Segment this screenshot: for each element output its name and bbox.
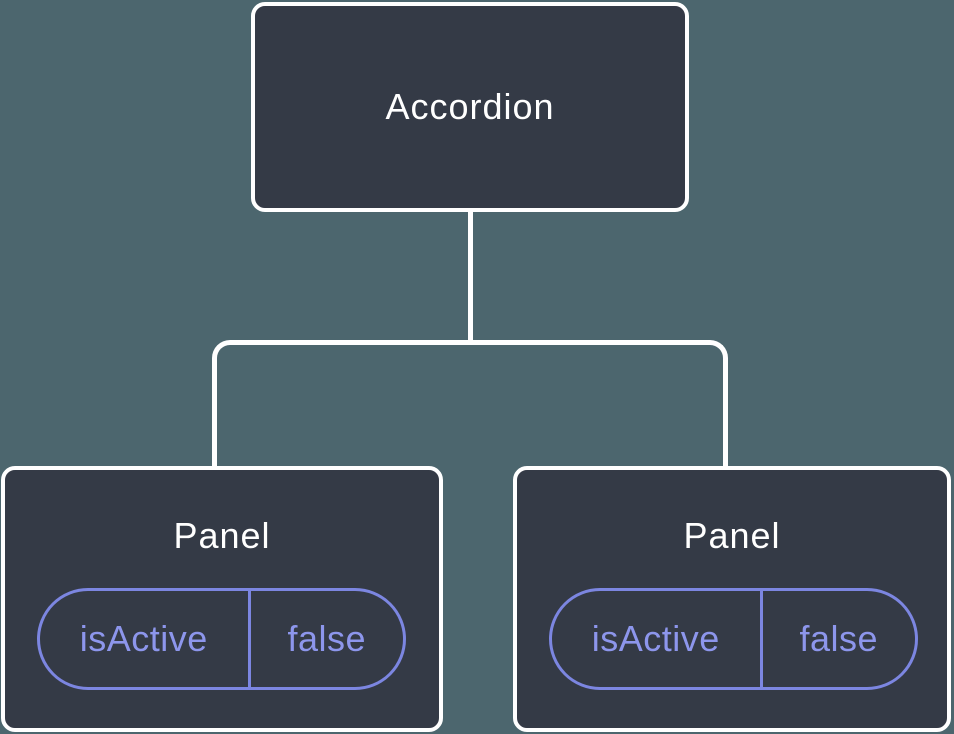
panel-node-label: Panel — [683, 515, 781, 556]
accordion-node: Accordion — [251, 2, 689, 212]
panel-node-right: Panel isActive false — [513, 466, 951, 732]
panel-node-label: Panel — [173, 515, 271, 556]
state-key: isActive — [40, 591, 251, 687]
panel-node-left: Panel isActive false — [1, 466, 443, 732]
state-pill: isActive false — [37, 588, 406, 690]
state-key: isActive — [552, 591, 763, 687]
state-value: false — [799, 618, 879, 659]
state-pill: isActive false — [549, 588, 918, 690]
state-value: false — [287, 618, 367, 659]
connector-stem — [468, 212, 473, 342]
accordion-node-label: Accordion — [385, 86, 555, 127]
connector-bracket — [212, 340, 728, 470]
